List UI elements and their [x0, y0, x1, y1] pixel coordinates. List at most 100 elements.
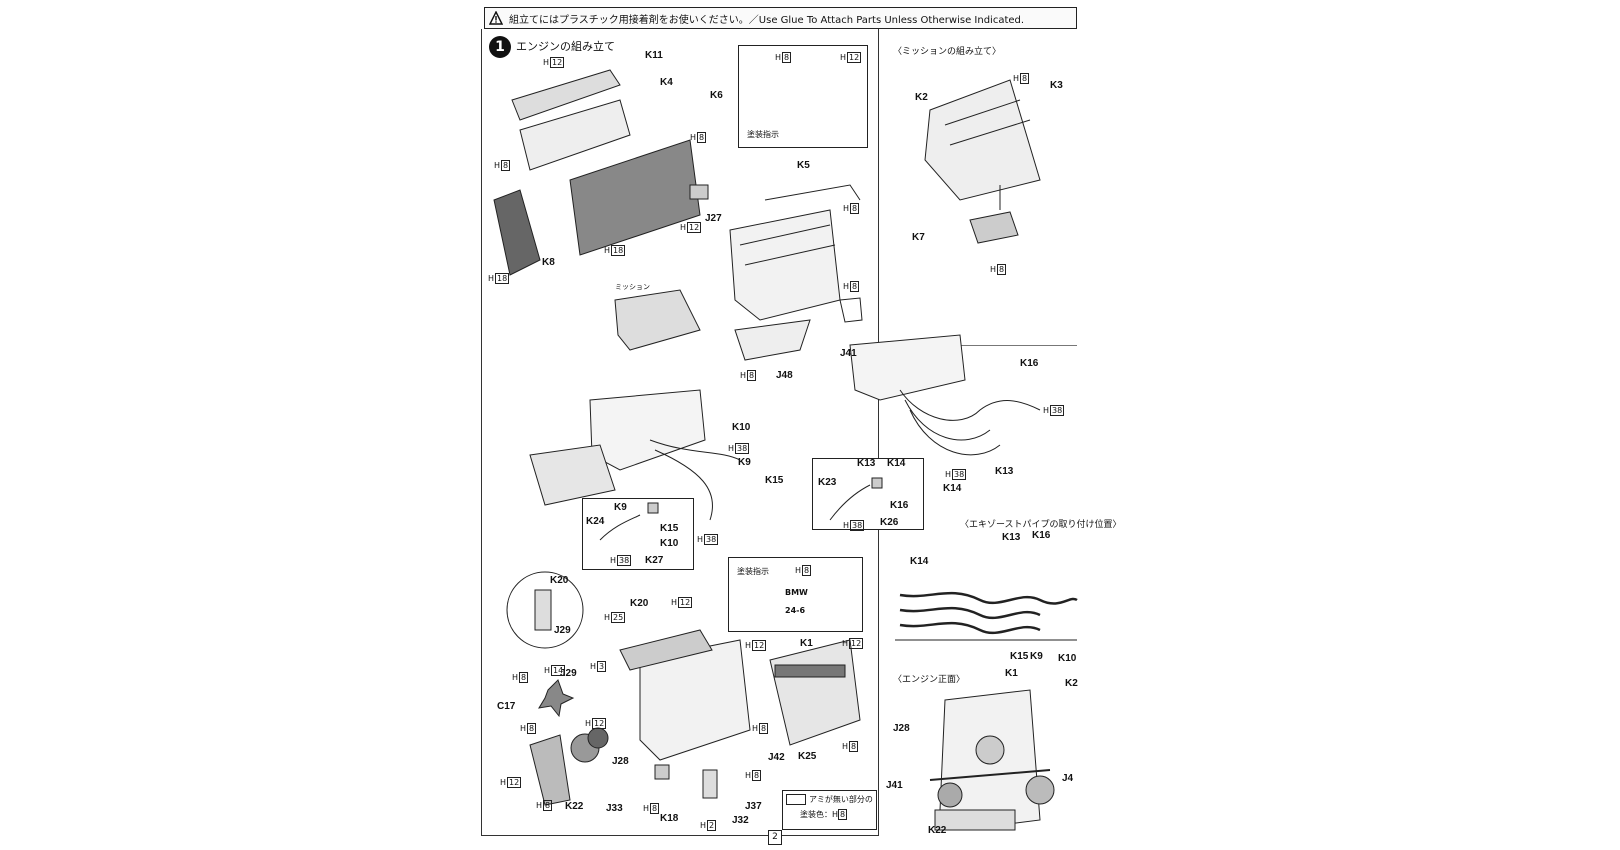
- label-k2-front: K2: [1065, 678, 1078, 689]
- exhaust-assembly-upper: [849, 334, 966, 401]
- label-k27: K27: [645, 555, 664, 566]
- label-j37: J37: [745, 801, 762, 812]
- label-k14-callout: K14: [887, 458, 906, 469]
- frame-left: [481, 29, 482, 835]
- label-j33: J33: [606, 803, 623, 814]
- timing-cover-part: [493, 189, 541, 276]
- label-k25: K25: [798, 751, 817, 762]
- label-k7: K7: [912, 232, 925, 243]
- label-k22: K22: [565, 801, 584, 812]
- legend-swatch: [786, 794, 806, 805]
- label-j4-front: J4: [1062, 773, 1074, 784]
- label-k15-callout: K15: [660, 523, 679, 534]
- bmw-plate-text: BMW: [785, 588, 808, 597]
- label-k23: K23: [818, 477, 837, 488]
- part-k7: [969, 211, 1019, 244]
- label-k16-upper: K16: [1020, 358, 1039, 369]
- cam-cover-part: [511, 69, 621, 121]
- detail-callout-right: [812, 458, 924, 530]
- label-k1: K1: [800, 638, 813, 649]
- label-j29: J29: [560, 668, 577, 679]
- label-j29-magnifier: J29: [554, 625, 571, 636]
- label-k15-exhaust: K15: [1010, 651, 1029, 662]
- legend-color: 8: [838, 809, 848, 820]
- label-k24: K24: [586, 516, 605, 527]
- label-k6: K6: [710, 90, 723, 101]
- label-k26: K26: [880, 517, 899, 528]
- label-k4: K4: [660, 77, 673, 88]
- column-divider: [878, 29, 879, 835]
- label-j42: J42: [768, 752, 785, 763]
- label-k5: K5: [797, 160, 810, 171]
- detail-callout-left: [582, 498, 694, 570]
- page-number: 2: [768, 830, 782, 845]
- bmw-plate-number: 24-6: [785, 606, 806, 615]
- label-k3: K3: [1050, 80, 1063, 91]
- label-k10-exhaust: K10: [1058, 653, 1077, 664]
- lower-engine-assembly: [639, 639, 751, 761]
- label-j48: J48: [776, 370, 793, 381]
- label-k13-upper: K13: [995, 466, 1014, 477]
- cylinder-head-part: [519, 99, 631, 171]
- label-j27: J27: [705, 213, 722, 224]
- label-k18: K18: [660, 813, 679, 824]
- engine-block-part: [569, 139, 701, 256]
- label-k22-front: K22: [928, 825, 947, 836]
- legend-line2: 塗装色：: [800, 810, 832, 819]
- label-k14-exhaust: K14: [910, 556, 929, 567]
- fan-part: [538, 679, 575, 718]
- label-j32: J32: [732, 815, 749, 826]
- label-k15-left: K15: [765, 475, 784, 486]
- intake-manifold-part: [769, 639, 861, 746]
- label-k13-callout: K13: [857, 458, 876, 469]
- step-number-badge: 1: [489, 36, 511, 58]
- label-j28-front: J28: [893, 723, 910, 734]
- label-k9-exhaust: K9: [1030, 651, 1043, 662]
- label-k16-callout: K16: [890, 500, 909, 511]
- section-engine-front-title: 〈エンジン正面〉: [893, 675, 966, 685]
- section-divider: [878, 345, 1077, 346]
- label-j28: J28: [612, 756, 629, 767]
- transmission-mid: [614, 289, 701, 351]
- part-j27: [689, 184, 709, 200]
- label-k14-upper: K14: [943, 483, 962, 494]
- engine-with-headers: [589, 389, 706, 471]
- frame-bottom: [481, 835, 879, 836]
- warning-triangle-icon: [489, 11, 503, 25]
- label-k9-callout: K9: [614, 502, 627, 513]
- section-mission-title: 〈ミッションの組み立て〉: [893, 47, 1002, 57]
- part-j32: [702, 769, 718, 799]
- label-k20-magnifier: K20: [550, 575, 569, 586]
- paint-callout-bmw: 塗装指示 BMW 24-6: [728, 557, 863, 632]
- label-k16-exhaust: K16: [1032, 530, 1051, 541]
- assembled-engine: [729, 209, 841, 321]
- step-title: エンジンの組み立て: [516, 40, 615, 53]
- label-k10-callout: K10: [660, 538, 679, 549]
- paint-note-bmw: 塗装指示: [737, 567, 769, 576]
- oil-pan-part: [734, 319, 811, 361]
